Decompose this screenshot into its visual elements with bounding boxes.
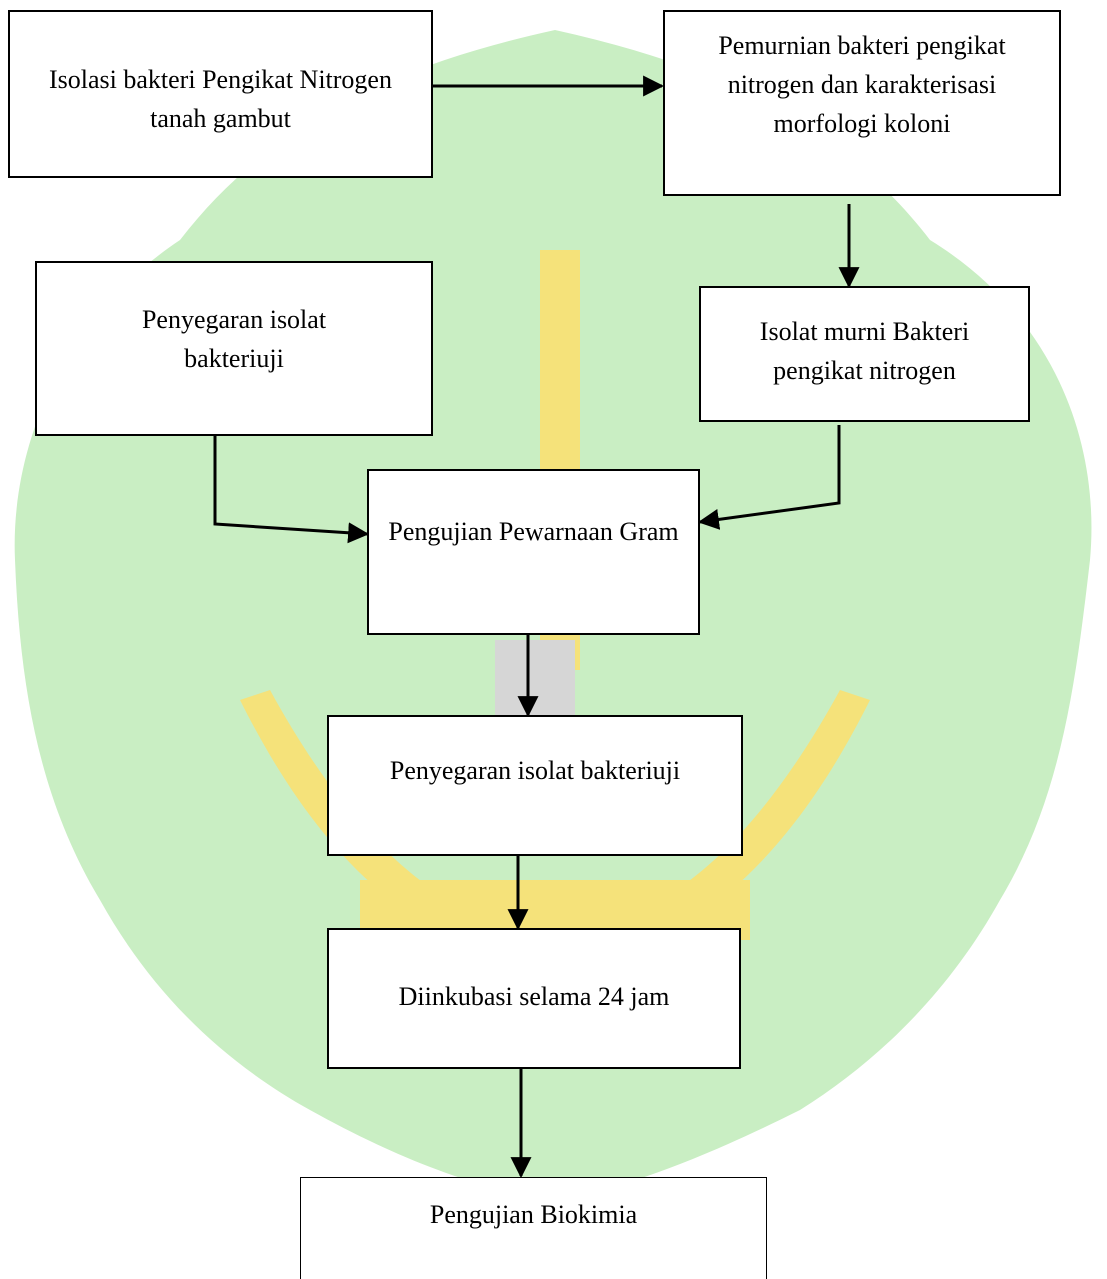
- box-penyegaran-tengah: Penyegaran isolat bakteriuji: [327, 715, 743, 856]
- box-pemurnian: Pemurnian bakteri pengikat nitrogen dan …: [663, 10, 1061, 196]
- arrow-penyegaran-to-pewarnaan: [213, 432, 370, 544]
- box-penyegaran-kiri: Penyegaran isolat bakteriuji: [35, 261, 433, 436]
- box-penyegaran-tengah-label: Penyegaran isolat bakteriuji: [389, 756, 681, 785]
- box-inkubasi-label: Diinkubasi selama 24 jam: [398, 982, 670, 1011]
- box-pemurnian-label: Pemurnian bakteri pengikat nitrogen dan …: [718, 31, 1006, 138]
- box-biokimia: Pengujian Biokimia: [300, 1177, 767, 1279]
- box-inkubasi: Diinkubasi selama 24 jam: [327, 928, 741, 1069]
- box-penyegaran-kiri-label: Penyegaran isolat bakteriuji: [141, 305, 327, 373]
- box-isolat-murni-label: Isolat murni Bakteri pengikat nitrogen: [759, 317, 970, 385]
- box-isolasi-label: Isolasi bakteri Pengikat Nitrogen tanah …: [49, 65, 392, 133]
- box-pewarnaan: Pengujian Pewarnaan Gram: [367, 469, 700, 635]
- watermark-yellow-right-curve: [640, 690, 870, 940]
- box-pewarnaan-label: Pengujian Pewarnaan Gram: [388, 517, 679, 546]
- box-isolasi: Isolasi bakteri Pengikat Nitrogen tanah …: [8, 10, 433, 178]
- arrow-isolat-murni-to-pewarnaan: [697, 425, 841, 530]
- watermark-yellow-left-curve: [240, 690, 470, 940]
- box-biokimia-label: Pengujian Biokimia: [429, 1200, 638, 1229]
- box-isolat-murni: Isolat murni Bakteri pengikat nitrogen: [699, 286, 1030, 422]
